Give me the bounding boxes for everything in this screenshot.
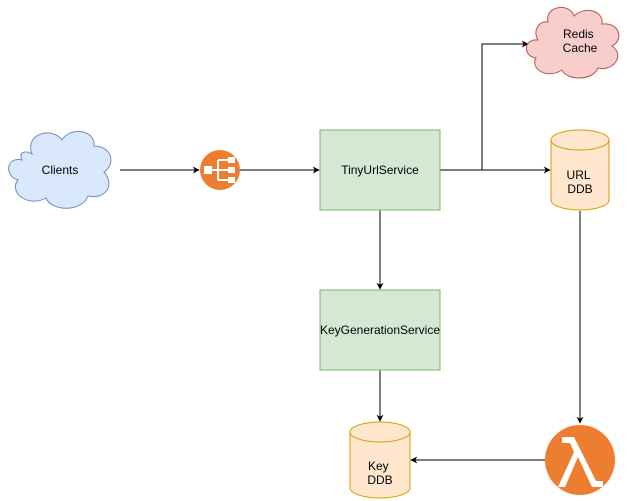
redis-cache-label-line-1: Redis	[563, 27, 594, 41]
key-ddb-node: Key DDB	[349, 421, 411, 499]
key-ddb-cylinder-rim	[349, 431, 411, 443]
lambda-glyph	[558, 437, 603, 487]
url-ddb-label: URL DDB	[567, 168, 594, 196]
tinyurlservice-box	[319, 129, 441, 211]
redis-cache-label: Redis Cache	[563, 27, 598, 55]
redis-cache-cloud-shape	[526, 7, 620, 79]
keygenerationservice-box	[319, 289, 441, 371]
clients-node: Clients	[8, 131, 112, 209]
key-ddb-label: Key DDB	[367, 459, 392, 487]
tinyurlservice-node: TinyUrlService	[319, 129, 441, 211]
edges	[120, 40, 584, 464]
clients-cloud-shape	[8, 131, 112, 209]
clients-label: Clients	[42, 163, 79, 177]
tinyurlservice-label: TinyUrlService	[341, 163, 419, 177]
load-balancer-icon	[200, 150, 240, 190]
redis-cache-node: Redis Cache	[526, 7, 620, 79]
lambda-icon	[545, 425, 615, 495]
load-balancer-glyph	[204, 157, 235, 183]
edge-tinyurlservice-to-redis-cache	[440, 40, 529, 171]
key-ddb-label-line-1: Key	[368, 459, 389, 473]
url-ddb-label-line-2: DDB	[567, 182, 592, 196]
key-ddb-label-line-2: DDB	[367, 473, 392, 487]
url-ddb-cylinder-body	[550, 129, 610, 211]
url-ddb-node: URL DDB	[550, 129, 610, 211]
keygenerationservice-node: KeyGenerationService	[319, 289, 441, 371]
url-ddb-label-line-1: URL	[567, 168, 591, 182]
keygenerationservice-label: KeyGenerationService	[320, 323, 440, 337]
redis-cache-label-line-2: Cache	[563, 41, 598, 55]
url-ddb-cylinder-rim	[550, 139, 610, 151]
